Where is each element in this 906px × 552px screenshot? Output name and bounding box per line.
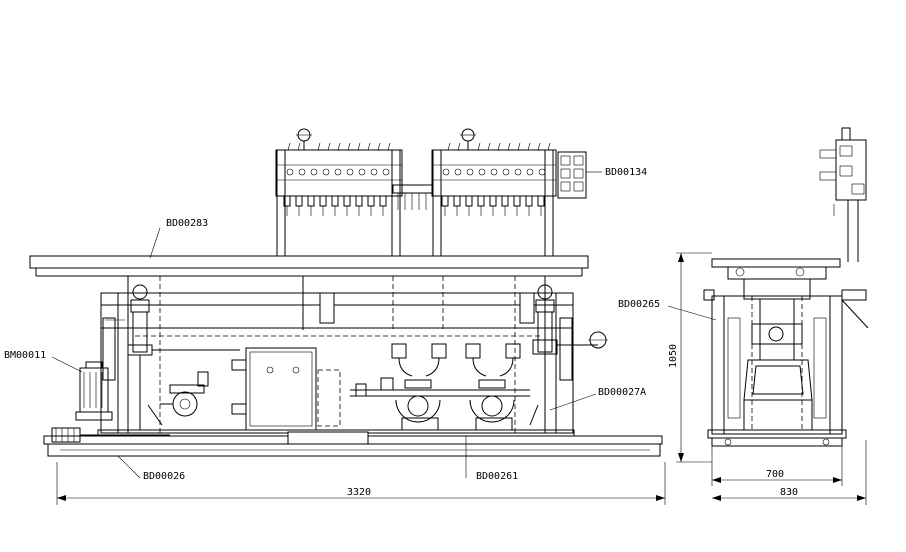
- label-bd00027a: BD00027A: [598, 387, 646, 398]
- right-valve-manifold: [431, 128, 557, 216]
- dimension-830-text: 830: [780, 487, 798, 498]
- front-labels: BD00283 BD00134 BM00011 BD00027A BD00026…: [4, 167, 647, 482]
- label-bd00265: BD00265: [618, 299, 660, 310]
- small-pump: [160, 371, 209, 417]
- drive-coupling: [51, 427, 170, 443]
- dimension-3320-text: 3320: [347, 487, 371, 498]
- motor: [75, 361, 113, 421]
- label-bd00026: BD00026: [143, 471, 185, 482]
- dimension-3320: 3320: [56, 462, 666, 505]
- label-bd00261: BD00261: [476, 471, 518, 482]
- front-view: BD00283 BD00134 BM00011 BD00027A BD00026…: [4, 128, 666, 505]
- dimension-1050: 1050: [668, 252, 712, 463]
- side-lift-mechanism: [743, 299, 813, 431]
- label-bd00134: BD00134: [605, 167, 647, 178]
- pump-group: [350, 343, 530, 431]
- electrical-cabinet: [231, 347, 341, 431]
- side-view: BD00265 1050 700 830: [618, 127, 869, 505]
- left-valve-manifold: [275, 128, 403, 216]
- center-header: [392, 184, 434, 210]
- dimension-700: 700: [711, 446, 843, 486]
- side-frame: [703, 289, 869, 435]
- lower-rail: [43, 429, 663, 457]
- right-lift-column: [529, 284, 608, 430]
- top-plate: [29, 255, 589, 277]
- dimension-700-text: 700: [766, 469, 784, 480]
- left-lift-column: [102, 284, 240, 430]
- manifold-supports: [276, 150, 554, 256]
- control-box: [557, 151, 587, 199]
- side-base: [707, 429, 847, 447]
- side-labels: BD00265: [618, 299, 717, 321]
- side-manifold: [819, 127, 867, 262]
- dimension-1050-text: 1050: [668, 344, 679, 368]
- main-frame: [100, 276, 574, 434]
- label-bm00011: BM00011: [4, 350, 46, 361]
- side-top-plate: [711, 258, 841, 300]
- label-bd00283: BD00283: [166, 218, 208, 229]
- dimension-830: 830: [712, 440, 867, 505]
